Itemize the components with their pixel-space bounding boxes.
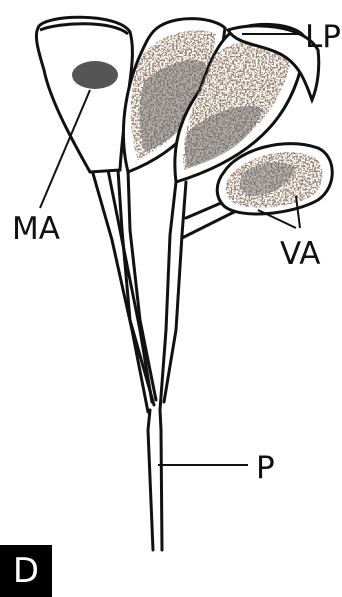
label-lp: LP bbox=[305, 19, 341, 55]
label-va: VA bbox=[280, 236, 320, 272]
main-stalk bbox=[148, 410, 153, 550]
label-ma: MA bbox=[12, 211, 60, 247]
panel-label-box: D bbox=[0, 545, 52, 597]
stalk-system bbox=[92, 170, 234, 550]
head-ma bbox=[36, 17, 132, 172]
panel-label: D bbox=[13, 554, 39, 588]
label-p: P bbox=[256, 450, 275, 486]
nucleus bbox=[72, 61, 118, 89]
